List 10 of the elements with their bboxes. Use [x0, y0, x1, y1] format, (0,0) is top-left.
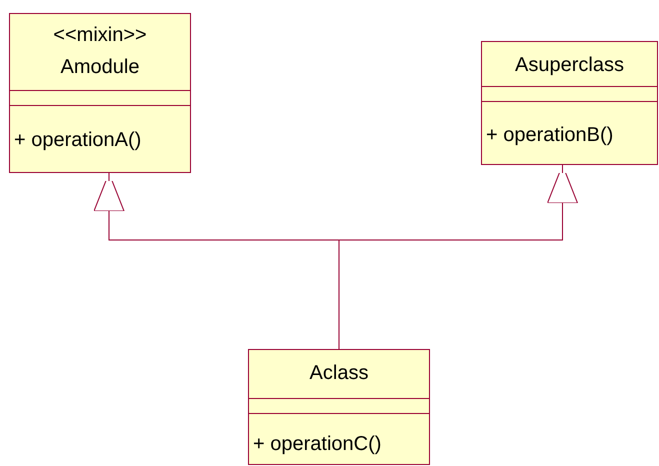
- operation-text: + operationB(): [485, 124, 614, 147]
- class-box: [9, 13, 191, 173]
- class-name: Asuperclass: [514, 54, 625, 77]
- operation-text: + operationC(): [252, 433, 382, 456]
- stereotype-text: <<mixin>>: [52, 24, 148, 47]
- class-name: Aclass: [308, 362, 370, 385]
- class-box: [248, 349, 430, 465]
- class-name: Amodule: [60, 56, 140, 79]
- class-box: [481, 41, 658, 165]
- operation-text: + operationA(): [13, 129, 142, 152]
